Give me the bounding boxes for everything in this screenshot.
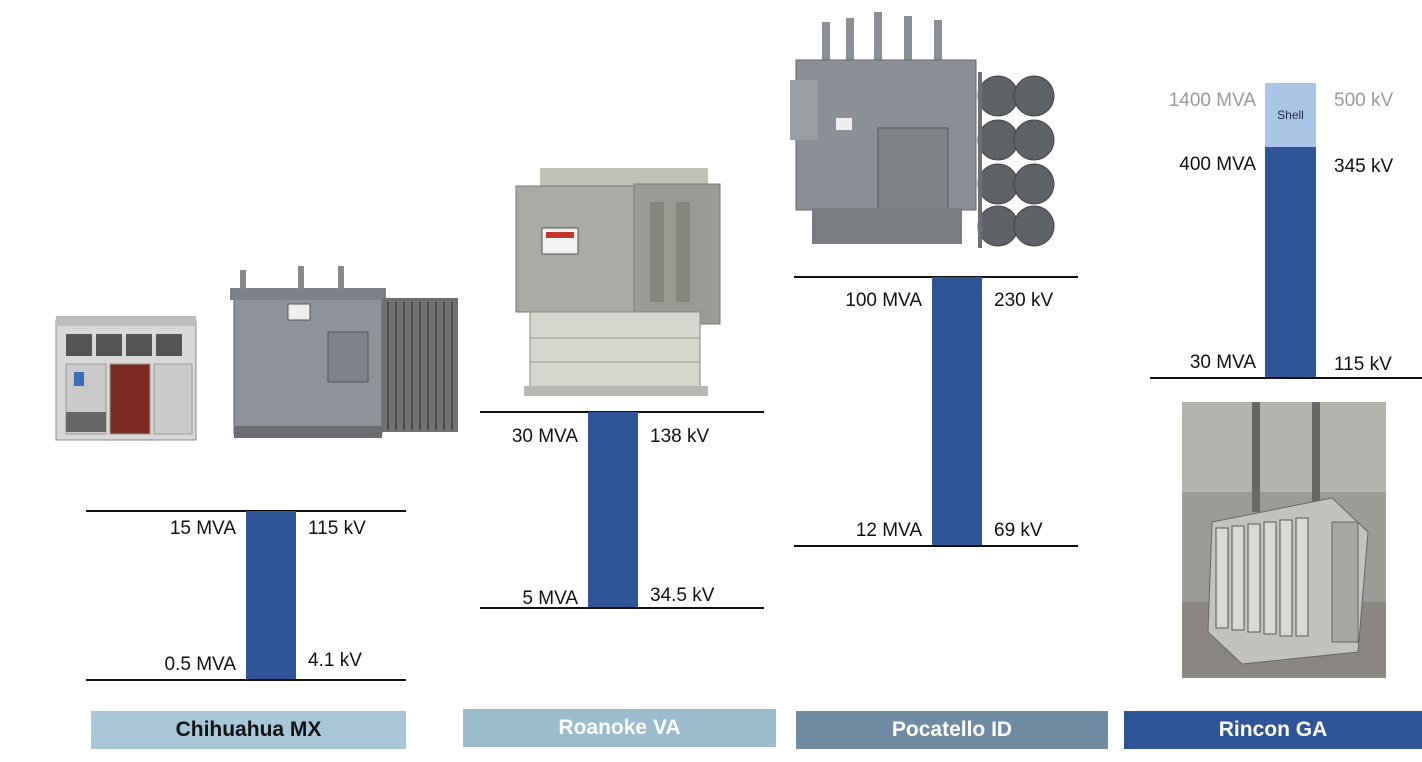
bottom-rating-line xyxy=(794,545,1078,547)
bottom-power-label: 30 MVA xyxy=(1189,352,1256,373)
shell-form-transformer-photo xyxy=(1182,402,1386,678)
top-power-label: 15 MVA xyxy=(169,518,236,539)
bottom-power-label: 12 MVA xyxy=(855,520,922,541)
rating-range-bar xyxy=(588,412,638,607)
bottom-voltage-label: 115 kV xyxy=(1334,354,1392,375)
top-voltage-label: 138 kV xyxy=(650,426,710,447)
shell-voltage-label: 500 kV xyxy=(1334,90,1394,111)
shell-label: Shell xyxy=(1277,108,1304,122)
power-transformer-icon xyxy=(230,266,458,438)
site-label-roanoke: Roanoke VA xyxy=(463,709,776,747)
bottom-power-label: 0.5 MVA xyxy=(164,654,236,675)
rating-range-bar xyxy=(932,277,982,545)
bottom-rating-line xyxy=(480,607,764,609)
bottom-power-label: 5 MVA xyxy=(522,588,578,609)
top-voltage-label: 345 kV xyxy=(1334,156,1394,177)
bottom-voltage-label: 4.1 kV xyxy=(308,650,362,671)
bottom-rating-line xyxy=(1150,377,1422,379)
site-label-chihuahua: Chihuahua MX xyxy=(91,711,406,749)
large-power-transformer-icon xyxy=(790,12,1055,248)
substation-transformer-icon xyxy=(515,168,721,396)
top-power-label: 100 MVA xyxy=(845,290,922,311)
top-voltage-label: 230 kV xyxy=(994,290,1054,311)
bottom-voltage-label: 69 kV xyxy=(994,520,1043,541)
dry-type-transformer-icon xyxy=(55,316,197,441)
bottom-voltage-label: 34.5 kV xyxy=(650,585,715,606)
rating-range-bar xyxy=(1265,147,1316,377)
site-label-pocatello: Pocatello ID xyxy=(796,711,1108,749)
bottom-rating-line xyxy=(86,679,406,681)
rating-range-bar xyxy=(246,511,296,679)
shell-power-label: 1400 MVA xyxy=(1168,90,1256,111)
site-label-rincon: Rincon GA xyxy=(1124,711,1422,749)
top-power-label: 400 MVA xyxy=(1179,154,1256,175)
top-voltage-label: 115 kV xyxy=(308,518,366,539)
shell-range-bar xyxy=(1265,83,1316,147)
top-power-label: 30 MVA xyxy=(511,426,578,447)
